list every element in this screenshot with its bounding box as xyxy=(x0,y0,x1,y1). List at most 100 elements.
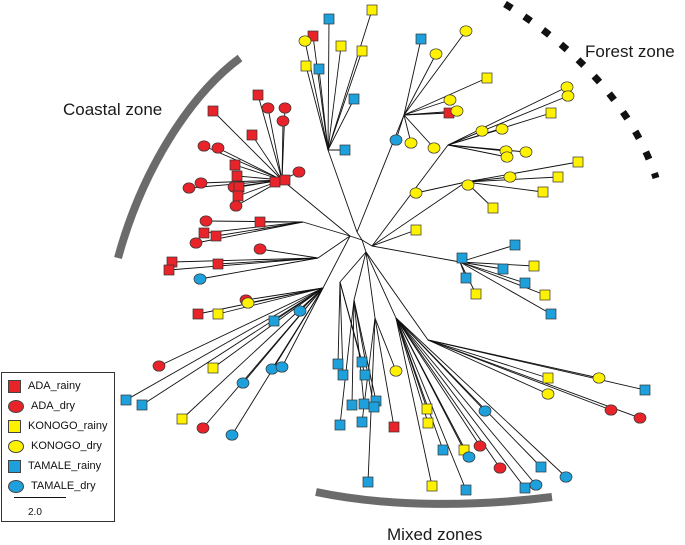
tamale-dry-tip-marker xyxy=(529,479,543,491)
tamale-rainy-tip-marker xyxy=(120,394,132,406)
tree-branch xyxy=(327,50,363,151)
tree-branch xyxy=(427,339,549,379)
tree-branch xyxy=(353,299,377,402)
tree-branch xyxy=(371,245,461,263)
legend-item: ADA_rainy xyxy=(8,377,81,395)
ada-dry-tip-marker xyxy=(152,360,166,372)
tamale-rainy-tip-marker xyxy=(415,33,427,45)
tree-branch xyxy=(281,287,324,368)
tamale-rainy-tip-marker xyxy=(334,419,346,431)
mixed-zone-arc xyxy=(315,488,553,508)
ada-rainy-tip-marker xyxy=(163,264,175,276)
tamale-dry-tip-marker xyxy=(275,361,289,373)
konogo-rainy-tip-marker xyxy=(487,202,499,214)
tree-branch xyxy=(371,181,467,247)
ada-rainy-tip-marker xyxy=(279,174,291,186)
tree-branch xyxy=(395,317,526,489)
ada-dry-tip-marker xyxy=(199,215,213,227)
tamale-rainy-tip-marker xyxy=(362,476,374,488)
tree-branch xyxy=(281,120,284,181)
tree-branch xyxy=(168,257,319,271)
ada-rainy-tip-marker xyxy=(254,216,266,228)
tree-branch xyxy=(403,38,422,116)
konogo-dry-tip-marker xyxy=(298,35,312,47)
tree-branch xyxy=(395,317,567,478)
ada-rainy-tip-marker xyxy=(210,230,222,242)
tree-branch xyxy=(317,235,351,259)
ada-dry-tip-marker xyxy=(182,182,196,194)
tree-branch xyxy=(371,144,449,247)
tree-branch xyxy=(327,149,358,233)
konogo-dry-tip-marker xyxy=(404,137,418,149)
tree-branch xyxy=(327,9,373,151)
tamale-rainy-tip-marker xyxy=(359,369,371,381)
konogo-rainy-tip-marker xyxy=(572,156,584,168)
tree-branch xyxy=(158,287,324,367)
konogo-rainy-tip-marker xyxy=(537,186,549,198)
tamale-dry-tip-marker xyxy=(236,377,250,389)
tree-branch xyxy=(212,287,324,369)
ada-dry-tip-marker xyxy=(196,422,210,434)
legend-item: KONOGO_dry xyxy=(8,437,102,455)
tree-branch xyxy=(447,86,568,146)
tree-branch xyxy=(271,287,324,370)
tree-branch xyxy=(459,261,552,315)
blue-circle-icon xyxy=(8,479,24,493)
konogo-dry-tip-marker xyxy=(459,25,473,37)
tamale-rainy-tip-marker xyxy=(358,398,370,410)
konogo-dry-tip-marker xyxy=(443,94,457,106)
ada-rainy-tip-marker xyxy=(233,181,245,193)
tamale-rainy-tip-marker xyxy=(509,239,521,251)
scale-bar xyxy=(14,497,66,498)
tamale-rainy-tip-marker xyxy=(339,144,351,156)
tree-branch xyxy=(447,144,527,153)
ada-dry-tip-marker xyxy=(194,177,208,189)
tamale-dry-tip-marker xyxy=(478,405,492,417)
tamale-rainy-tip-marker xyxy=(368,401,380,413)
tamale-rainy-tip-marker xyxy=(323,13,335,25)
ada-dry-tip-marker xyxy=(229,200,243,212)
tamale-rainy-tip-marker xyxy=(460,484,472,496)
legend-label: KONOGO_rainy xyxy=(28,420,108,432)
konogo-rainy-tip-marker xyxy=(545,107,557,119)
tree-branch xyxy=(242,287,324,384)
tamale-dry-tip-marker xyxy=(389,134,403,146)
konogo-dry-tip-marker xyxy=(389,365,403,377)
tree-branch xyxy=(171,257,319,263)
ada-rainy-tip-marker xyxy=(207,105,219,117)
ada-dry-tip-marker xyxy=(633,412,647,424)
ada-rainy-tip-marker xyxy=(229,159,241,171)
tamale-rainy-tip-marker xyxy=(136,399,148,411)
tamale-rainy-tip-marker xyxy=(356,416,368,428)
tree-branch xyxy=(427,339,641,419)
tamale-rainy-tip-marker xyxy=(313,63,325,75)
tree-branch xyxy=(356,114,405,233)
zone-arcs xyxy=(114,1,660,508)
tree-branch xyxy=(459,261,546,296)
legend-item: TAMALE_rainy xyxy=(8,457,101,475)
tree-branch xyxy=(281,179,351,237)
tree-branch xyxy=(365,251,429,341)
konogo-rainy-tip-marker xyxy=(212,308,224,320)
konogo-dry-tip-marker xyxy=(409,187,423,199)
tree-branch xyxy=(327,98,355,151)
tree-branch xyxy=(318,68,329,151)
tamale-rainy-tip-marker xyxy=(497,263,509,275)
ada-rainy-tip-marker xyxy=(307,30,319,42)
konogo-dry-tip-marker xyxy=(450,105,464,117)
konogo-rainy-tip-marker xyxy=(356,45,368,57)
tree-branch xyxy=(212,110,283,181)
yellow-square-icon xyxy=(8,419,21,433)
tree-branch xyxy=(215,221,304,237)
konogo-dry-tip-marker xyxy=(429,48,443,60)
konogo-rainy-tip-marker xyxy=(426,480,438,492)
konogo-rainy-tip-marker xyxy=(539,289,551,301)
tree-branch xyxy=(403,53,437,116)
tree-branch xyxy=(403,114,435,149)
tree-branch xyxy=(339,251,367,283)
tree-branch xyxy=(395,317,433,487)
tree-branch xyxy=(351,299,355,406)
tamale-rainy-tip-marker xyxy=(460,272,472,284)
tree-branches xyxy=(125,9,646,491)
tamale-dry-tip-marker xyxy=(293,305,307,317)
